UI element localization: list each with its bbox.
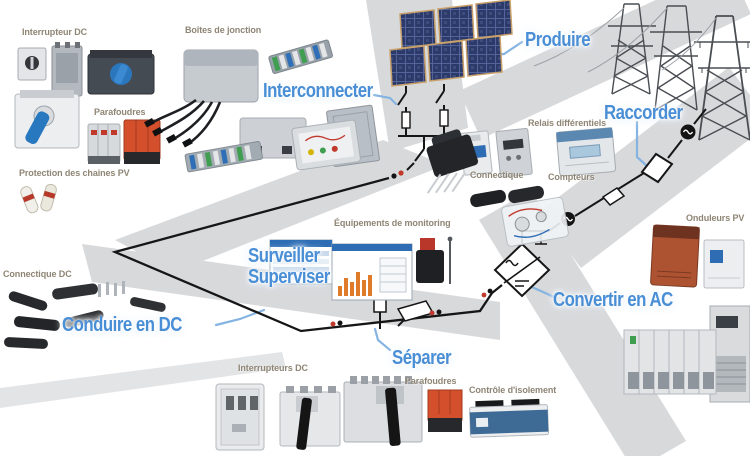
- label-connectique: Connectique: [470, 170, 524, 180]
- action-interconnecter: Interconnecter: [263, 80, 373, 102]
- label-boites-de-jonction: Boîtes de jonction: [185, 25, 262, 35]
- action-surveiller: Surveiller: [248, 245, 320, 267]
- leader-interconnecter: [372, 93, 398, 106]
- disconnect-symbol: [601, 187, 626, 206]
- leader-separer: [373, 327, 392, 352]
- label-parafoudres-bottom: Parafoudres: [405, 376, 457, 386]
- label-controle-isolement: Contrôle d'isolement: [469, 385, 557, 395]
- leader-convertir: [527, 284, 558, 300]
- label-relais-differentiels: Relais différentiels: [528, 118, 607, 128]
- label-connectique-dc: Connectique DC: [3, 269, 72, 279]
- label-protection-chaines-pv: Protection des chaines PV: [19, 168, 130, 178]
- inverter-products: [623, 224, 750, 403]
- bottom-dc-switch-products: [215, 376, 423, 451]
- action-produire: Produire: [525, 29, 591, 51]
- grid-meter-symbol: [680, 124, 696, 140]
- inverter-symbol: [493, 242, 551, 298]
- action-raccorder: Raccorder: [604, 102, 683, 124]
- dc-switch-products: [14, 42, 155, 149]
- action-separer: Séparer: [392, 347, 452, 369]
- leader-raccorder: [635, 120, 649, 168]
- energy-meter-product: [555, 127, 617, 177]
- label-onduleurs-pv: Onduleurs PV: [686, 213, 745, 223]
- junction-box-products: [144, 39, 380, 173]
- label-interrupteur-dc: Interrupteur DC: [22, 27, 88, 37]
- action-conduire-en-dc: Conduire en DC: [62, 314, 182, 336]
- monitoring-products: [269, 236, 453, 301]
- action-superviser: Superviser: [248, 266, 330, 288]
- surge-protector-products-top: [87, 119, 161, 164]
- solar-panel-array-icon: [389, 0, 513, 87]
- label-equipements-monitoring: Équipements de monitoring: [334, 218, 451, 228]
- label-interrupteurs-dc: Interrupteurs DC: [238, 363, 308, 373]
- label-compteurs: Compteurs: [548, 172, 595, 182]
- label-parafoudres-top: Parafoudres: [94, 107, 146, 117]
- electrical-schematic: [111, 84, 707, 333]
- action-convertir-en-ac: Convertir en AC: [553, 289, 673, 311]
- bottom-surge-product: [427, 389, 463, 432]
- dc-connector-products: [4, 281, 166, 349]
- isolation-monitor-product: [469, 398, 549, 438]
- string-fuse-products: [20, 183, 57, 214]
- connector-products-mid: [426, 129, 569, 247]
- transmission-towers-icon: [533, 3, 750, 141]
- transformer-symbol: [640, 152, 674, 184]
